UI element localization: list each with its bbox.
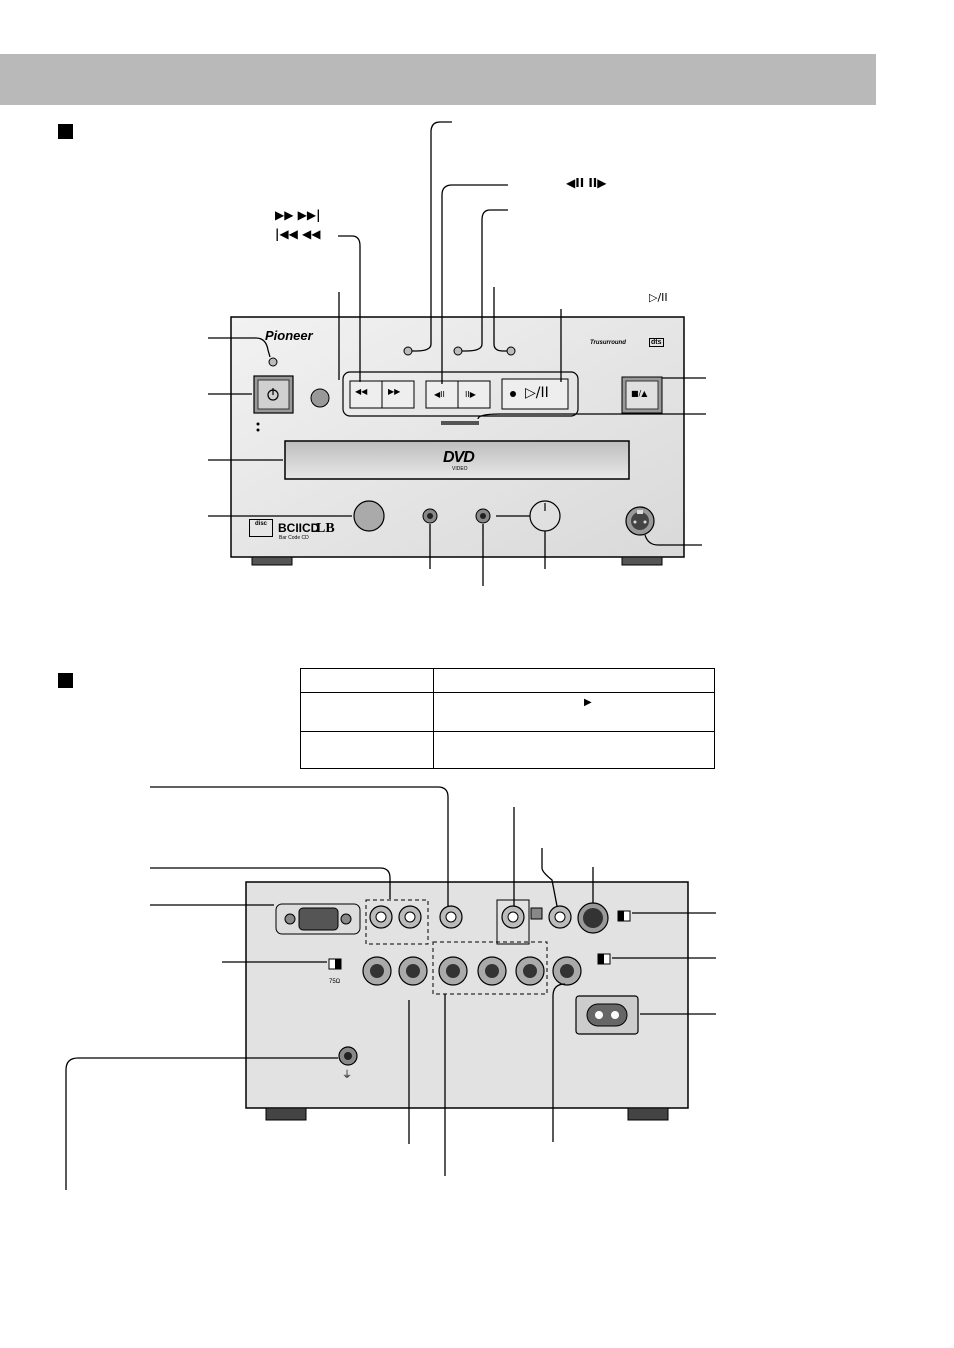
rewind-button[interactable]: ◀◀: [355, 387, 368, 396]
bcd-logo: BCIICD: [278, 521, 320, 535]
table-row: ▶: [300, 692, 715, 732]
table-row: [300, 731, 715, 769]
stop-eject-button[interactable]: ■/▲: [631, 389, 648, 398]
lb-logo: LB: [316, 521, 335, 536]
table-cell: [433, 731, 715, 769]
step-symbols: ◀II II▶: [566, 176, 607, 190]
dvd-logo: DVD: [443, 449, 475, 466]
spec-table: ▶: [300, 668, 715, 769]
rear-callout-lines: [65, 786, 716, 1190]
disc-logo-icon: disc: [249, 519, 273, 537]
front-callout-lines: [208, 121, 706, 586]
play-pause-symbol: ▷/II: [649, 291, 668, 304]
table-row: [300, 668, 715, 693]
table-cell: [300, 731, 434, 769]
trusurround-badge: Trusurround: [590, 340, 626, 346]
table-cell: ▶: [433, 692, 715, 732]
section-marker-rear: [58, 673, 73, 688]
table-cell: [300, 692, 434, 732]
section-marker-front: [58, 124, 73, 139]
step-reverse-button[interactable]: ◀II: [434, 390, 445, 399]
table-cell: [300, 668, 434, 693]
front-panel: [230, 316, 685, 566]
ohm-label: 75Ω: [329, 979, 341, 985]
pioneer-logo: Pioneer: [265, 328, 313, 343]
section-header-band: [0, 54, 876, 105]
dts-badge: dts: [649, 338, 664, 347]
play-pause-button[interactable]: ▷/II: [525, 385, 549, 401]
rear-panel: [245, 881, 689, 1121]
dvd-logo-sub: VIDEO: [452, 466, 468, 472]
bcd-logo-sub: Bar Code CD: [279, 535, 309, 541]
fast-forward-button[interactable]: ▶▶: [388, 387, 401, 396]
search-forward-symbols: ▶▶ ▶▶|: [275, 208, 321, 222]
step-forward-button[interactable]: II▶: [465, 390, 476, 399]
table-cell: [433, 668, 715, 693]
search-reverse-symbols: |◀◀ ◀◀: [275, 227, 321, 241]
ground-symbol: ⏚: [342, 1070, 352, 1081]
